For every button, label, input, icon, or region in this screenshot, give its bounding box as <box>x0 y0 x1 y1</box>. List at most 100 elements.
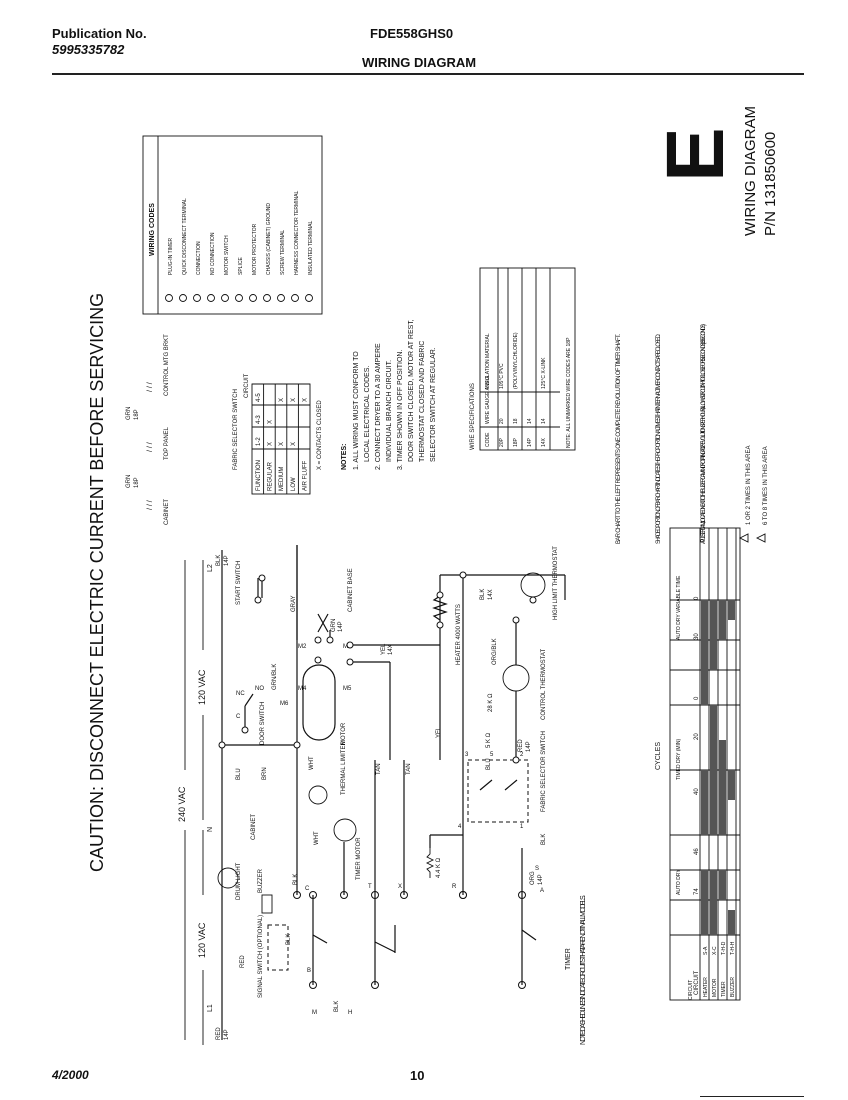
door-no: NO <box>255 686 264 692</box>
ground-label-18p-1: 18P <box>134 477 140 488</box>
wire-tag-blk-hl: BLK <box>480 589 486 600</box>
term-b: B <box>307 968 311 974</box>
voltage-120-left: 120 VAC <box>197 922 207 958</box>
fabric-switch-cell: MEDIUM <box>279 467 285 491</box>
cycles-heading: TIMED DRY (MIN) <box>676 738 682 780</box>
fabric-switch-cell: LOW <box>291 477 297 491</box>
cycles-bar <box>701 600 708 705</box>
term-r: R <box>452 884 457 890</box>
terminal <box>314 656 322 664</box>
label-blk-l2: BLK <box>216 555 222 566</box>
motor-m2: M2 <box>298 644 307 650</box>
main-circuit: L1 RED 14P L2 BLK 14P N 120 VAC 240 VAC … <box>177 545 572 1045</box>
ground-icon-3: / / / <box>147 382 154 392</box>
start-switch-label: START SWITCH <box>236 561 242 605</box>
ground-icon-2: / / / <box>147 442 154 452</box>
wiring-code-symbol <box>277 294 285 302</box>
wire-tag-grnblk: GRN/BLK <box>272 664 278 690</box>
motor-m4: M4 <box>298 686 307 692</box>
wire-spec-cell: 105°C PVC <box>499 363 505 389</box>
model-number: FDE558GHS0 <box>370 26 454 41</box>
terminal <box>254 596 262 604</box>
terminal <box>346 658 354 666</box>
cycles-col-label: 20 <box>694 733 700 740</box>
cycles-row-label: BUZZER <box>730 977 736 997</box>
terminal <box>512 756 520 764</box>
note-line: 3. TIMER SHOWN IN OFF POSITION. <box>397 350 404 470</box>
bar-note-3: A PULSER CAM, LOCATED NEXT TO THE BUZZER… <box>701 324 707 544</box>
wire-tag-blk-l1: BLK <box>334 1001 340 1012</box>
cycles-col-circuit: CIRCUIT <box>688 980 694 1000</box>
wire-tag-14p-org: 14P <box>538 874 544 885</box>
cycles-bar <box>728 910 735 935</box>
wiring-code-symbol <box>221 294 229 302</box>
caution-text: CAUTION: DISCONNECT ELECTRIC CURRENT BEF… <box>87 293 107 872</box>
ground-label-grn-2: GRN <box>126 407 132 420</box>
terminal <box>436 621 444 629</box>
diagram-id-label: WIRING DIAGRAM <box>742 106 759 236</box>
wiring-codes-title: WIRING CODES <box>149 203 156 256</box>
wiring-code-item: CONNECTION <box>196 241 202 275</box>
fabric-switch-title: FABRIC SELECTOR SWITCH <box>233 389 239 470</box>
timer-motor-symbol <box>333 818 357 842</box>
cycles-title: CYCLES <box>655 742 662 770</box>
fabric-switch-header: 4-3 <box>256 415 262 424</box>
wire-spec-cell: 18 <box>513 418 519 424</box>
motor-m5: M5 <box>343 686 352 692</box>
wiring-code-item: HARNESS CONNECTOR TERMINAL <box>294 191 300 275</box>
term-s: S <box>535 866 539 872</box>
thermal-limiter-label: THERMAL LIMITER <box>341 741 347 795</box>
cycles-col-label: 46 <box>694 848 700 855</box>
footer-rule <box>700 1096 804 1097</box>
cycles-bar <box>701 870 708 935</box>
document-title: WIRING DIAGRAM <box>362 55 477 70</box>
cycles-col-label: 74 <box>694 888 700 895</box>
ground-label-top-panel: TOP PANEL <box>164 426 170 460</box>
wire-tag-blk-timer: BLK <box>293 874 299 885</box>
wire-tag-red-l1: RED <box>240 955 246 968</box>
high-limit-thermostat-label: HIGH LIMIT THERMOSTAT <box>553 546 559 620</box>
motor-symbol <box>302 664 336 741</box>
resistor-28k-label: 28 K Ω <box>488 693 494 712</box>
wire-tag-blk-fsw: BLK <box>541 834 547 845</box>
wire-tag-gray: GRAY <box>291 595 297 612</box>
bar-note-5: 6 TO 8 TIMES IN THIS AREA <box>763 446 769 525</box>
header-rule <box>52 73 804 75</box>
fabric-selector-switch-label: FABRIC SELECTOR SWITCH <box>541 731 547 812</box>
note-line: LOCAL ELECTRICAL CODES. <box>364 366 371 462</box>
note-line: 1. ALL WIRING MUST CONFORM TO <box>353 351 360 470</box>
terminal <box>326 636 334 644</box>
note-line: INDIVIDUAL BRANCH CIRCUIT. <box>386 360 393 462</box>
wire-tag-tan-1: TAN <box>376 763 382 775</box>
cabinet-label: CABINET <box>251 814 257 840</box>
high-limit-thermostat-symbol <box>520 572 546 598</box>
cycles-row-label: HEATER <box>703 977 709 997</box>
signal-switch-label: SIGNAL SWITCH (OPTIONAL) <box>258 915 264 998</box>
fsw-3: 3 <box>465 752 469 758</box>
wiring-code-symbol <box>291 294 299 302</box>
cycles-row-circuit: T-H-H <box>730 941 736 955</box>
wire-spec-cell: 14X <box>541 437 547 447</box>
fabric-switch-header: FUNCTION <box>256 460 262 491</box>
wiring-code-symbol <box>235 294 243 302</box>
diagram-id: E WIRING DIAGRAM P/N 131850600 <box>650 106 779 236</box>
pulse-area-symbol-1 <box>738 533 749 543</box>
voltage-240: 240 VAC <box>177 786 187 822</box>
bar-note-4: 1 OR 2 TIMES IN THIS AREA <box>746 446 752 525</box>
note-line: 2. CONNECT DRYER TO A 30 AMPERE <box>375 343 382 470</box>
wiring-code-symbol <box>263 294 271 302</box>
wiring-code-symbol <box>179 294 187 302</box>
cycles-bar <box>710 870 717 935</box>
fabric-switch-cell: X <box>291 442 297 446</box>
fabric-switch-header: 1-2 <box>256 437 262 446</box>
fabric-switch-cell: REGULAR <box>268 461 274 491</box>
wire-tag-14p-ground: 14P <box>338 621 344 632</box>
fabric-switch-table: FABRIC SELECTOR SWITCH CIRCUIT FUNCTION1… <box>233 373 323 495</box>
wire-spec-cell: 20P <box>499 437 505 447</box>
wire-tag-grn-ground: GRN <box>331 619 337 632</box>
terminal <box>529 596 537 604</box>
cycles-bar <box>719 870 726 900</box>
